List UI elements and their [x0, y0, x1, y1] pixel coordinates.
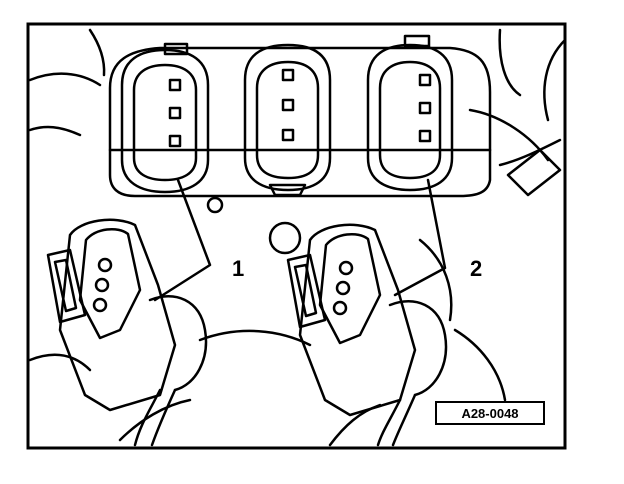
figure-label: A28-0048 [461, 406, 518, 421]
callout-1-leader [153, 178, 212, 302]
figure-label-box [435, 401, 545, 425]
socket-right [366, 34, 454, 192]
plug-connector-1 [46, 218, 208, 447]
socket-left [120, 42, 210, 194]
callout-1: 1 [232, 256, 244, 281]
callout-2-leader [393, 178, 447, 297]
callout-2: 2 [470, 256, 482, 281]
plug-connector-2 [286, 223, 448, 447]
socket-center [243, 43, 332, 197]
upper-connector-block [108, 34, 492, 198]
figure-frame [26, 22, 567, 450]
